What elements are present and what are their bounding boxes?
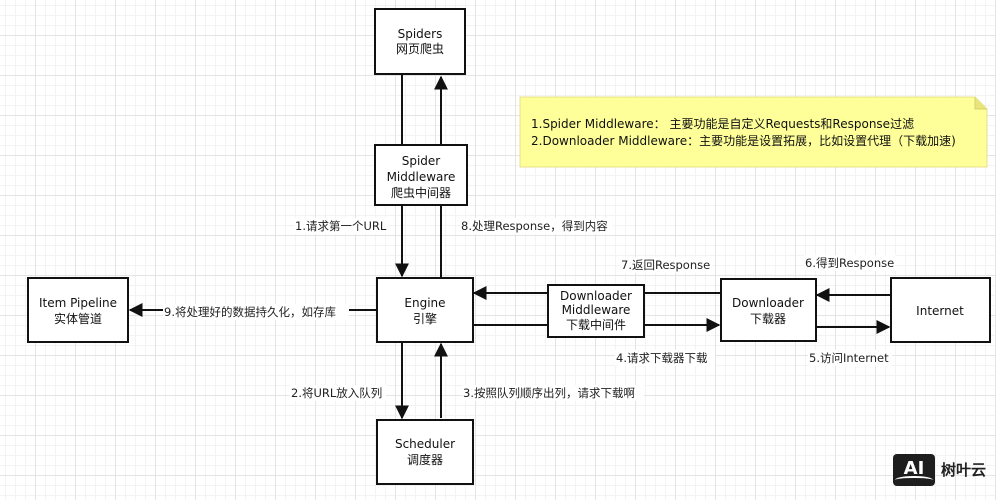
node-spider-middleware: Spider Middleware 爬虫中间器 xyxy=(374,144,468,206)
node-downloader-middleware-line-3: 下载中间件 xyxy=(566,317,626,332)
node-scheduler: Scheduler 调度器 xyxy=(376,419,474,485)
label-step-9: 9.将处理好的数据持久化，如存库 xyxy=(164,305,336,319)
node-spiders-line-1: Spiders xyxy=(398,27,443,41)
label-step-6: 6.得到Response xyxy=(805,256,894,270)
node-downloader-line-2: 下载器 xyxy=(750,312,786,326)
node-spiders: Spiders 网页爬虫 xyxy=(374,8,466,75)
label-step-2: 2.将URL放入队列 xyxy=(291,386,382,400)
node-downloader: Downloader 下载器 xyxy=(720,278,817,342)
label-step-4: 4.请求下载器下载 xyxy=(616,351,708,365)
node-scheduler-line-2: 调度器 xyxy=(407,452,443,467)
node-scheduler-line-1: Scheduler xyxy=(395,437,455,451)
node-engine: Engine 引擎 xyxy=(376,277,474,343)
node-engine-line-1: Engine xyxy=(404,296,445,310)
node-downloader-middleware-line-2: Middleware xyxy=(562,303,631,317)
label-step-5: 5.访问Internet xyxy=(809,351,889,365)
node-spider-middleware-line-2: Middleware xyxy=(387,170,456,184)
logo-text: 树叶云 xyxy=(941,461,987,479)
node-item-pipeline-line-1: Item Pipeline xyxy=(39,296,117,310)
note-box: 1.Spider Middleware： 主要功能是自定义Requests和Re… xyxy=(519,96,988,168)
node-internet-line-1: Internet xyxy=(916,304,964,318)
node-spider-middleware-line-3: 爬虫中间器 xyxy=(391,185,451,200)
node-downloader-middleware: Downloader Middleware 下载中间件 xyxy=(547,284,645,338)
label-step-8: 8.处理Response，得到内容 xyxy=(461,219,608,233)
label-step-3: 3.按照队列顺序出列，请求下载啊 xyxy=(463,386,635,400)
watermark-logo: AI 树叶云 xyxy=(893,454,993,490)
node-item-pipeline: Item Pipeline 实体管道 xyxy=(27,277,129,343)
node-item-pipeline-line-2: 实体管道 xyxy=(54,311,102,326)
logo-wave-icon xyxy=(895,476,933,484)
logo-mark: AI xyxy=(893,454,935,486)
logo-mark-text: AI xyxy=(903,458,925,479)
node-internet: Internet xyxy=(890,277,991,343)
node-downloader-middleware-line-1: Downloader xyxy=(560,289,632,303)
label-step-7: 7.返回Response xyxy=(621,258,710,272)
node-downloader-line-1: Downloader xyxy=(732,296,804,310)
node-spider-middleware-line-1: Spider xyxy=(402,154,441,168)
node-engine-line-2: 引擎 xyxy=(413,311,437,326)
edge-labels: 1.请求第一个URL 8.处理Response，得到内容 9.将处理好的数据持久… xyxy=(163,218,896,401)
note-line-2: 2.Downloader Middleware：主要功能是设置拓展，比如设置代理… xyxy=(531,133,956,148)
label-step-1: 1.请求第一个URL xyxy=(295,219,387,233)
note-line-1: 1.Spider Middleware： 主要功能是自定义Requests和Re… xyxy=(531,116,914,131)
node-spiders-line-2: 网页爬虫 xyxy=(396,42,444,56)
